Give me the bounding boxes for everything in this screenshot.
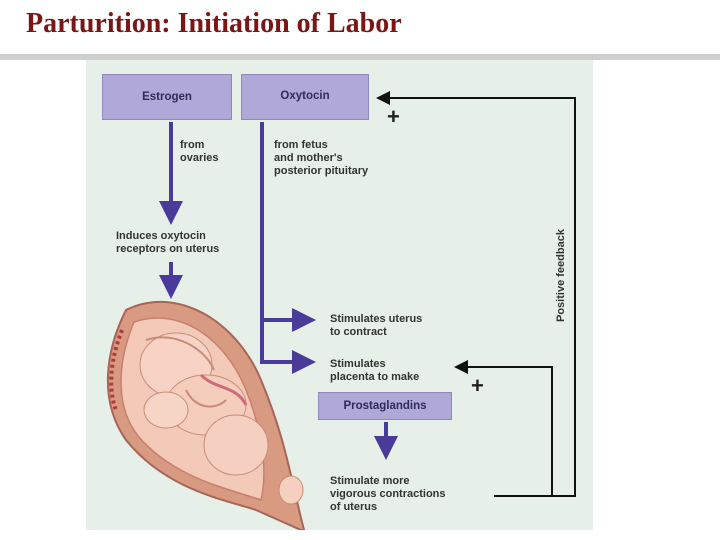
feedback-loop-oxytocin [376,91,576,497]
stimulates-contract-label: Stimulates uterus to contract [330,313,423,338]
estrogen-box: Estrogen [102,74,232,120]
from-ovaries-label: from ovaries [180,139,219,164]
from-fetus-label: from fetus and mother's posterior pituit… [274,139,369,177]
slide-title: Parturition: Initiation of Labor [26,8,402,39]
oxytocin-box: Oxytocin [241,74,369,120]
prostaglandins-box: Prostaglandins [318,392,452,420]
plus-sign-oxytocin: + [387,104,400,129]
induces-receptors-label: Induces oxytocin receptors on uterus [116,230,220,255]
parturition-diagram: Estrogen Oxytocin Prostaglandins from ov… [86,60,593,530]
stimulate-more-label: Stimulate more vigorous contractions of … [330,475,446,513]
stimulates-placenta-label: Stimulates placenta to make [330,358,420,383]
uterus-fetus-illustration [106,300,306,530]
feedback-loop-placenta [454,360,553,496]
plus-sign-placenta: + [471,373,484,398]
title-divider [0,54,720,60]
diagram-graphics [106,91,576,530]
positive-feedback-label: Positive feedback [555,229,567,322]
